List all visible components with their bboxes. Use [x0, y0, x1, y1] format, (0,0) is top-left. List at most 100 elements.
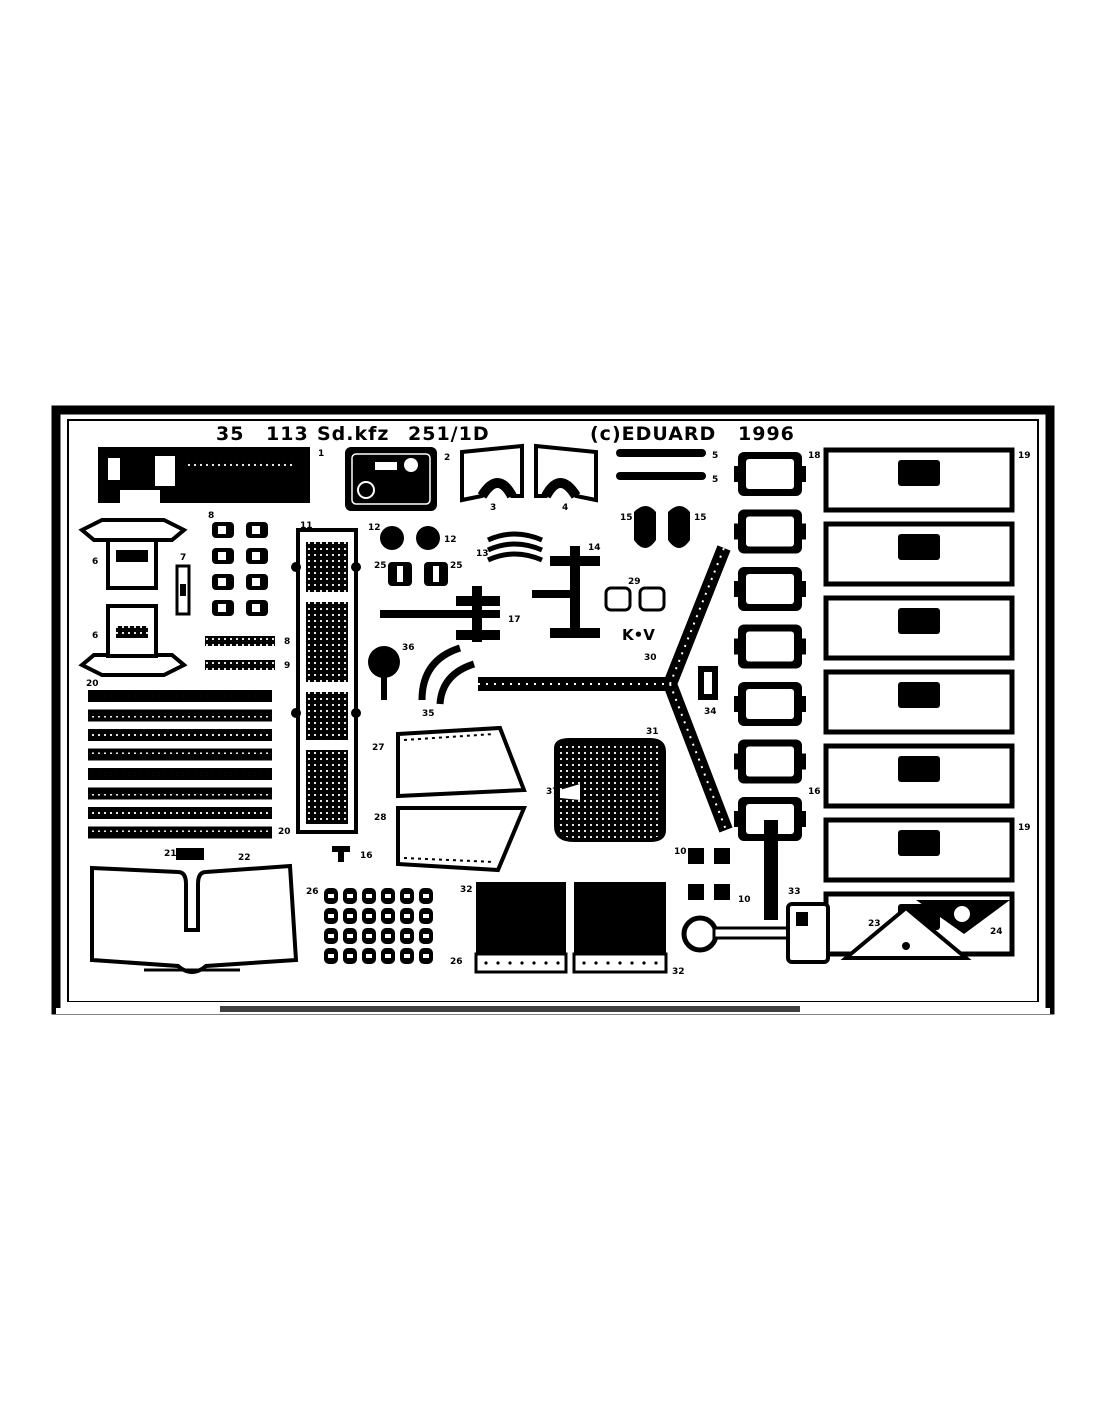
part-29: 29 K•V [604, 577, 666, 644]
part-label-3: 3 [490, 503, 496, 513]
part-26-link [381, 928, 395, 944]
part-32: 32 32 [460, 882, 685, 977]
part-19-plate [823, 447, 1015, 513]
part-26-link [362, 948, 376, 964]
header-variant: 251/1D [408, 423, 490, 445]
part-label-18a: 18 [808, 451, 821, 461]
part-3: 3 [460, 443, 524, 513]
part-26-link [324, 948, 338, 964]
part-label-25b: 25 [450, 561, 463, 571]
part-32-perforation [582, 961, 586, 965]
part-18-frame [734, 452, 806, 496]
part-19-plate [823, 521, 1015, 587]
part-label-13: 13 [476, 549, 489, 559]
part-26-link [400, 908, 414, 924]
part-26-link [400, 948, 414, 964]
part-26-link [324, 928, 338, 944]
part-18-frame [734, 509, 806, 554]
part-26: 26 26 [306, 887, 463, 967]
part-label-19a: 19 [1018, 451, 1031, 461]
part-18-frame [734, 739, 806, 784]
part-20-strip [88, 709, 272, 722]
part-4: 4 [534, 443, 598, 513]
part-label-19b: 19 [1018, 823, 1031, 833]
part-19-plate [823, 817, 1015, 883]
part-18: 18 16 [734, 451, 821, 841]
part-label-16a: 16 [808, 787, 821, 797]
part-26-link [419, 888, 433, 904]
part-label-34: 34 [704, 707, 717, 717]
part-13: 13 [476, 531, 543, 563]
part-33: 33 [681, 820, 830, 964]
bottom-header-fragment [220, 1006, 800, 1012]
part-28: 28 [374, 806, 528, 873]
part-32-perforation [496, 961, 500, 965]
part-8-clip [212, 600, 234, 616]
part-32-perforation [508, 961, 512, 965]
part-10: 10 10 [674, 847, 751, 905]
part-label-15b: 15 [694, 513, 707, 523]
part-label-9a: 8 [284, 637, 290, 647]
part-label-16b: 16 [360, 851, 373, 861]
part-label-6a: 6 [92, 557, 98, 567]
part-32-perforation [606, 961, 610, 965]
part-label-37: 37 [546, 787, 559, 797]
part-35: 35 [418, 644, 476, 719]
part-20-strip [88, 729, 272, 741]
part-label-10b: 10 [738, 895, 751, 905]
part-8-clip [246, 522, 268, 538]
part-18-frame [734, 624, 806, 669]
part-7: 7 [175, 553, 191, 616]
part-label-29: 29 [628, 577, 641, 587]
part-20-strip [88, 807, 272, 819]
part-label-31: 31 [646, 727, 659, 737]
part-26-link [400, 928, 414, 944]
part-32-perforation [556, 961, 560, 965]
part-32-perforation [544, 961, 548, 965]
part-26-link [419, 908, 433, 924]
part-6: 6 6 [78, 518, 188, 677]
part-20-strip [88, 826, 272, 839]
part-label-35: 35 [422, 709, 435, 719]
part-label-20b: 20 [278, 827, 291, 837]
part-label-25a: 25 [374, 561, 387, 571]
part-26-link [381, 908, 395, 924]
part-label-32b: 32 [672, 967, 685, 977]
header-copyright: (c)EDUARD [590, 423, 716, 445]
part-26-link [419, 928, 433, 944]
part-32-perforation [520, 961, 524, 965]
part-25: 25 25 [374, 561, 463, 586]
header-model: Sd.kfz [317, 423, 389, 445]
part-label-4: 4 [562, 503, 568, 513]
part-26-link [343, 888, 357, 904]
part-label-12b: 12 [444, 535, 457, 545]
part-36: 36 [368, 643, 415, 700]
part-label-36: 36 [402, 643, 415, 653]
part-30-31: 30 31 [478, 545, 733, 833]
part-26-link [362, 928, 376, 944]
part-label-26a: 26 [306, 887, 319, 897]
part-26-link [381, 948, 395, 964]
part-14: 14 [532, 543, 601, 638]
part-32-perforation [630, 961, 634, 965]
part-20-strip [88, 787, 272, 800]
part-label-5a: 5 [712, 451, 718, 461]
part-label-7: 7 [180, 553, 186, 563]
part-17: 17 [380, 586, 521, 642]
part-24: 24 [916, 900, 1010, 937]
part-32-perforation [594, 961, 598, 965]
part-label-9b: 9 [284, 661, 290, 671]
part-label-28: 28 [374, 813, 387, 823]
part-label-11: 11 [300, 521, 313, 531]
sheet-header: 35 113 Sd.kfz 251/1D (c)EDUARD 1996 [216, 423, 795, 445]
part-label-5b: 5 [712, 475, 718, 485]
header-year: 1996 [738, 423, 795, 445]
part-label-33: 33 [788, 887, 801, 897]
part-label-26b: 26 [450, 957, 463, 967]
part-19-plate [823, 595, 1015, 661]
part-label-12a: 12 [368, 523, 381, 533]
part-19-plate [823, 669, 1015, 735]
part-8: 8 [208, 511, 268, 616]
part-32-perforation [642, 961, 646, 965]
